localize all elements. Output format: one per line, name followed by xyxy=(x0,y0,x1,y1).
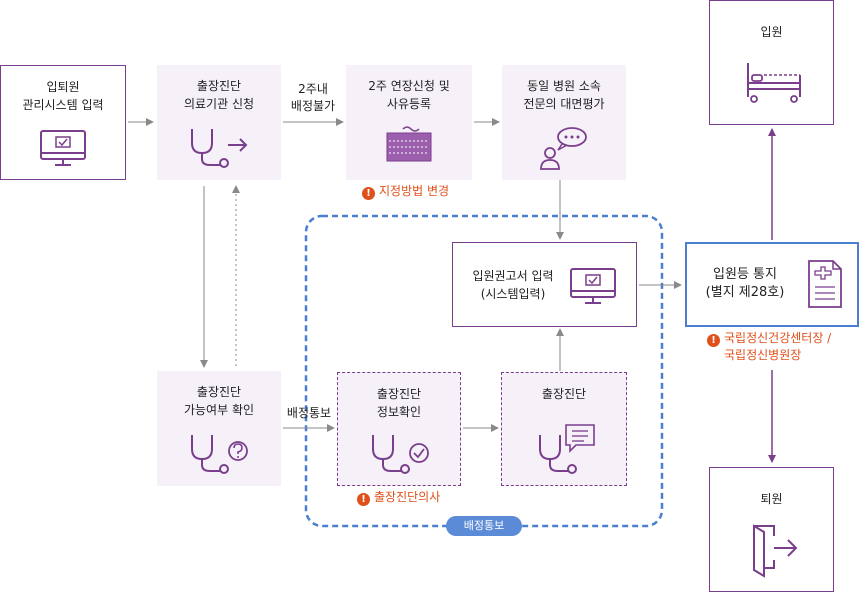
node-extension-request: 2주 연장신청 및 사유등록 xyxy=(346,65,472,180)
node-admission-system: 입퇴원 관리시스템 입력 xyxy=(0,65,126,180)
node-notice: 입원등 통지 (별지 제28호) xyxy=(685,242,859,327)
node-facility-request: 출장진단 의료기관 신청 xyxy=(157,65,281,180)
keyboard-icon xyxy=(386,126,432,162)
monitor-check-icon xyxy=(40,130,86,166)
alert-icon: ! xyxy=(362,187,375,200)
node-availability-check: 출장진단 가능여부 확인 xyxy=(157,371,281,486)
node-field-diagnosis: 출장진단 xyxy=(501,372,627,486)
edge-label-two-weeks: 2주내 배정불가 xyxy=(290,82,336,113)
chat-person-icon xyxy=(540,127,587,170)
exit-door-icon xyxy=(753,524,798,578)
node-info-check-label: 출장진단 정보확인 xyxy=(376,387,422,419)
alert-icon: ! xyxy=(707,334,720,347)
node-discharge: 퇴원 xyxy=(709,467,834,592)
document-plus-icon xyxy=(808,260,842,308)
node-facility-request-label: 출장진단 의료기관 신청 xyxy=(183,79,255,111)
node-discharge-label: 퇴원 xyxy=(760,492,783,506)
warning-designation-change: !지정방법 변경 xyxy=(362,183,449,200)
node-specialist-review: 동일 병원 소속 전문의 대면평가 xyxy=(502,65,626,180)
node-admission-label: 입원 xyxy=(760,25,783,39)
edge-label-assignment-notice: 배정통보 xyxy=(286,406,332,420)
node-extension-request-label: 2주 연장신청 및 사유등록 xyxy=(368,79,450,111)
node-admission-system-label: 입퇴원 관리시스템 입력 xyxy=(22,80,104,112)
warning-doctor: !출장진단의사 xyxy=(357,489,440,506)
node-info-check: 출장진단 정보확인 xyxy=(337,372,461,486)
monitor-check-icon xyxy=(570,268,616,304)
stethoscope-check-icon xyxy=(372,435,429,474)
node-recommendation-input: 입원권고서 입력 (시스템입력) xyxy=(452,242,637,327)
alert-icon: ! xyxy=(357,493,370,506)
stethoscope-arrow-icon xyxy=(191,129,248,168)
node-admission: 입원 xyxy=(709,0,834,125)
node-recommendation-input-label: 입원권고서 입력 (시스템입력) xyxy=(472,269,554,301)
group-label-assignment: 배정통보 xyxy=(446,516,522,536)
node-specialist-review-label: 동일 병원 소속 전문의 대면평가 xyxy=(523,79,605,111)
node-notice-label: 입원등 통지 (별지 제28호) xyxy=(705,267,785,300)
warning-centers: !국립정신건강센터장 / 국립정신병원장 xyxy=(707,330,857,364)
stethoscope-question-icon xyxy=(191,435,248,474)
node-availability-check-label: 출장진단 가능여부 확인 xyxy=(183,385,255,417)
stethoscope-note-icon xyxy=(539,424,595,474)
hospital-bed-icon xyxy=(747,63,801,103)
node-field-diagnosis-label: 출장진단 xyxy=(541,387,587,401)
